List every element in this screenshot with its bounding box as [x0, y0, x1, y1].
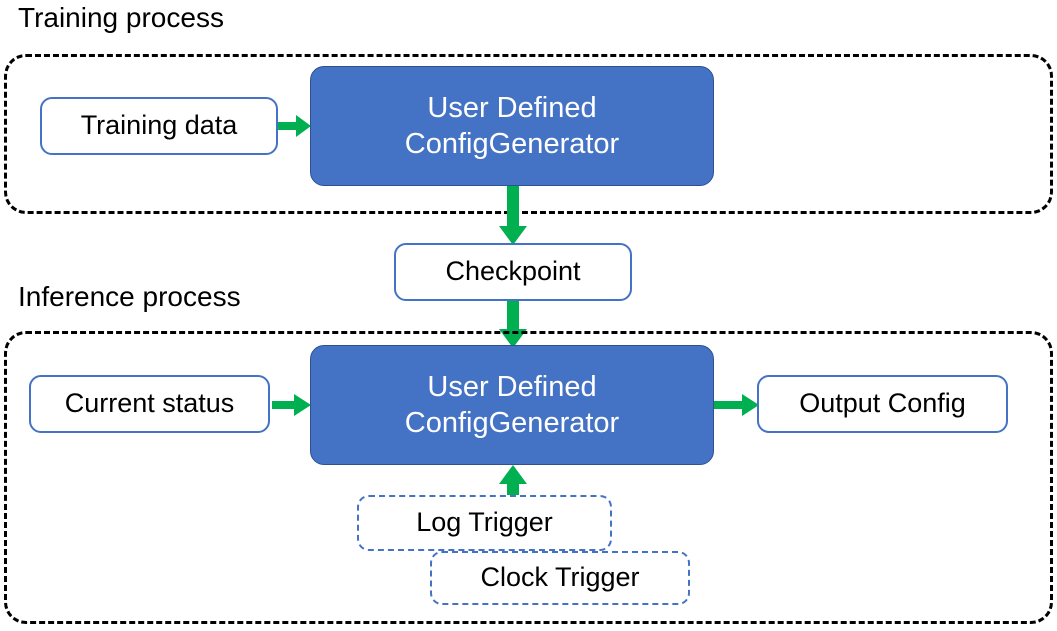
node-current-status-label: Current status: [64, 388, 235, 419]
node-checkpoint[interactable]: Checkpoint: [394, 243, 632, 301]
node-training-data-label: Training data: [80, 110, 238, 141]
node-generator-inference-label-line2: ConfigGenerator: [404, 407, 620, 439]
node-log-trigger[interactable]: Log Trigger: [357, 495, 612, 551]
arrow-training-data-to-generator-icon: [278, 115, 311, 137]
arrow-checkpoint-to-generator-icon: [499, 301, 527, 348]
node-output-config-label: Output Config: [799, 388, 966, 419]
node-clock-trigger-label: Clock Trigger: [480, 562, 640, 593]
node-training-data[interactable]: Training data: [40, 97, 278, 155]
node-log-trigger-label: Log Trigger: [416, 507, 553, 538]
node-clock-trigger[interactable]: Clock Trigger: [430, 551, 690, 605]
node-generator-training-label-line1: User Defined: [427, 91, 597, 124]
node-generator-inference-label-line1: User Defined: [427, 370, 597, 403]
training-process-container: [4, 54, 1053, 214]
arrow-trigger-to-generator-icon: [499, 465, 527, 505]
inference-process-container: [4, 331, 1053, 624]
training-process-caption: Training process: [18, 2, 224, 33]
node-generator-training-label-line2: ConfigGenerator: [404, 128, 620, 160]
node-user-defined-config-generator-training[interactable]: User Defined ConfigGenerator: [310, 66, 714, 186]
arrow-generator-to-checkpoint-icon: [499, 186, 527, 245]
node-user-defined-config-generator-inference[interactable]: User Defined ConfigGenerator: [310, 345, 714, 465]
node-checkpoint-label: Checkpoint: [445, 256, 581, 287]
arrow-generator-to-output-config-icon: [714, 394, 759, 416]
node-current-status[interactable]: Current status: [29, 375, 270, 433]
inference-process-caption: Inference process: [18, 281, 241, 312]
arrow-current-status-to-generator-icon: [272, 394, 311, 416]
node-output-config[interactable]: Output Config: [757, 375, 1008, 433]
